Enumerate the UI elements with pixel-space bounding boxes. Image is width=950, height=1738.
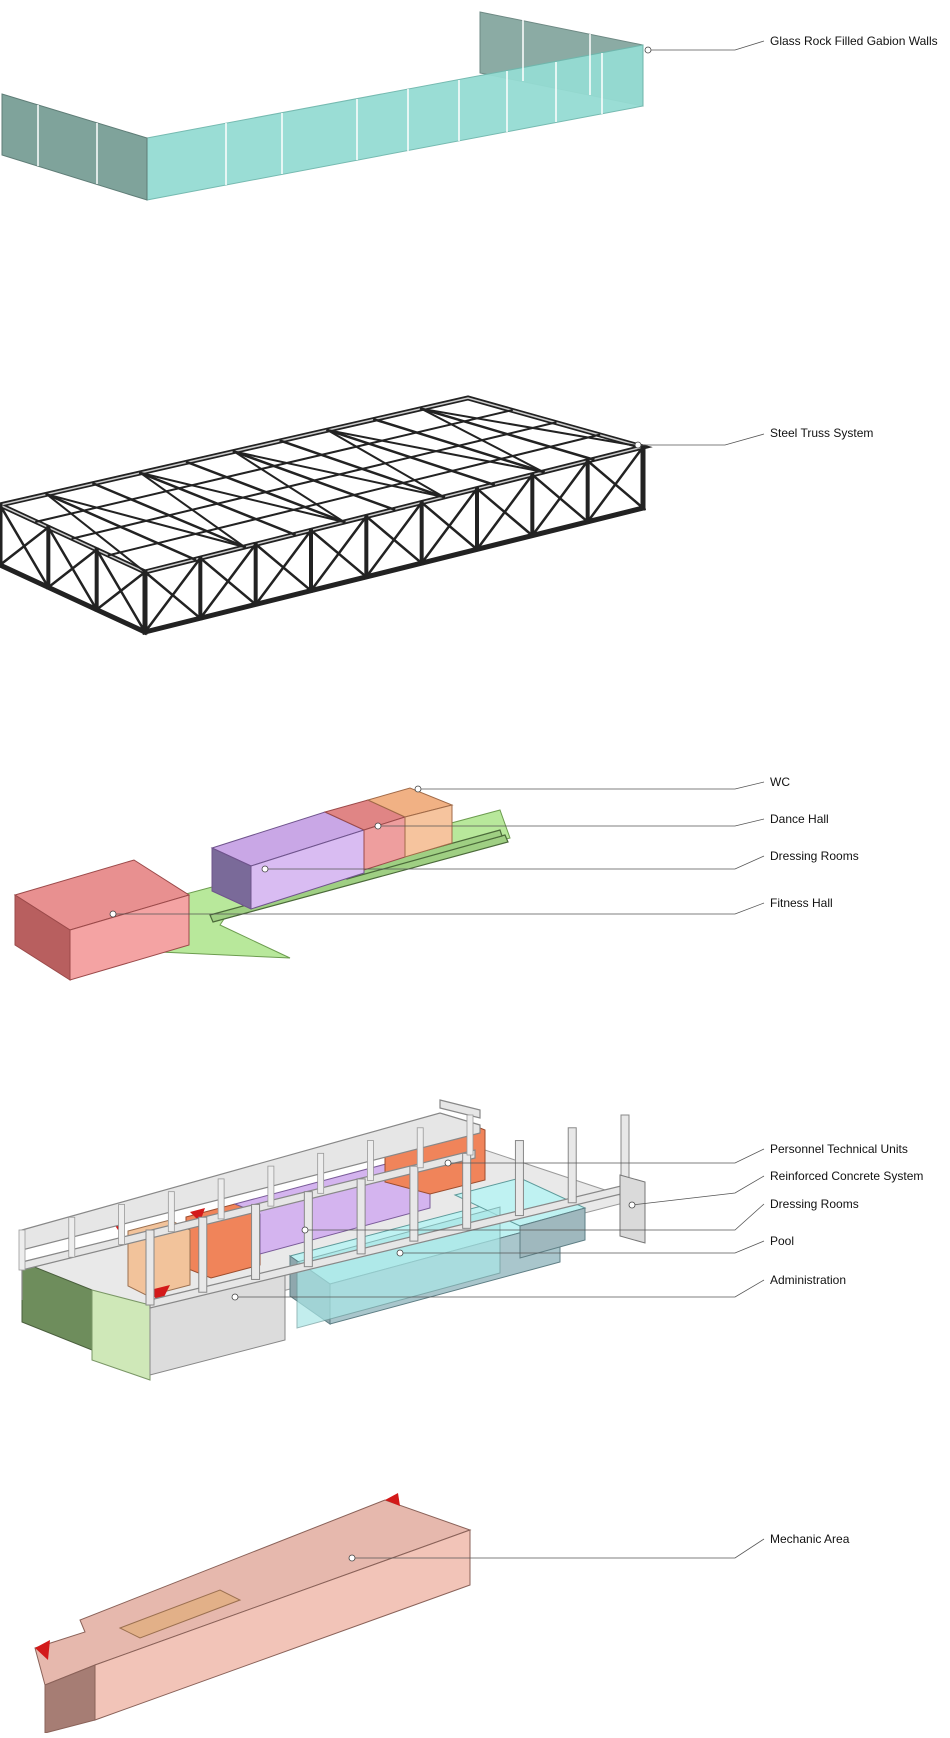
- label-dance-hall: Dance Hall: [770, 812, 829, 826]
- leader-lines: [109, 40, 765, 1562]
- concrete-structure-layer: [18, 1099, 646, 1381]
- mechanic-roof-panel: [118, 1589, 242, 1639]
- gabion-walls-layer: [1, 11, 644, 201]
- label-dressing-rooms-2: Dressing Rooms: [770, 1197, 859, 1211]
- label-pool: Pool: [770, 1234, 795, 1248]
- program-masses-layer: [13, 787, 511, 981]
- label-mechanic-area: Mechanic Area: [770, 1532, 850, 1546]
- label-reinforced-concrete-system: Reinforced Concrete System: [770, 1169, 924, 1183]
- label-steel-truss: Steel Truss System: [770, 426, 874, 440]
- red-accent-4: [385, 1493, 400, 1506]
- label-administration: Administration: [770, 1273, 847, 1287]
- gabion-wall-left: [1, 93, 148, 201]
- red-accent-5: [35, 1640, 50, 1660]
- wc-front: [404, 804, 453, 858]
- mechanic-area-layer: [34, 1493, 472, 1734]
- label-personnel-technical-units: Personnel Technical Units: [770, 1142, 908, 1156]
- label-gabion-walls: Glass Rock Filled Gabion Walls: [770, 34, 938, 48]
- steel-truss-layer: [0, 395, 653, 636]
- gabion-wall-long: [146, 44, 644, 201]
- fitness-hall-side: [14, 894, 71, 981]
- dressing-room-side: [211, 847, 252, 910]
- label-fitness-hall: Fitness Hall: [770, 896, 833, 910]
- label-dressing-rooms-1: Dressing Rooms: [770, 849, 859, 863]
- mechanic-side: [44, 1664, 96, 1734]
- label-wc: WC: [770, 775, 790, 789]
- admin-glass: [296, 1206, 501, 1329]
- reinforced-end-wall: [619, 1174, 646, 1244]
- red-accent-2: [150, 1285, 170, 1305]
